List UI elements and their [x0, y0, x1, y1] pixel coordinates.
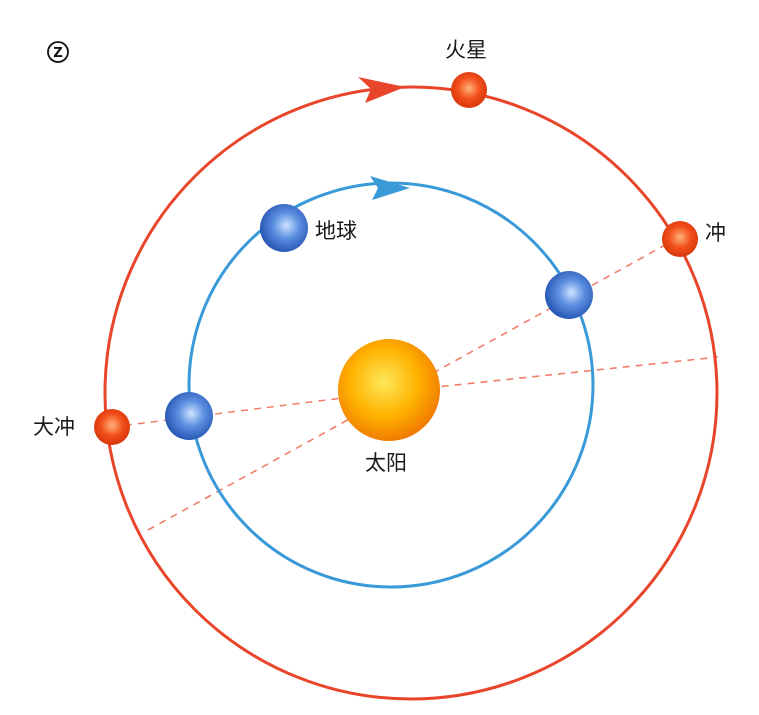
earth-body-left	[165, 392, 213, 440]
sun	[338, 339, 440, 441]
figure-marker: Z	[47, 41, 69, 63]
sight-line-right	[389, 356, 719, 393]
label-opposition: 冲	[705, 221, 726, 245]
figure-marker-text: Z	[53, 46, 62, 61]
label-great-opposition: 大冲	[33, 415, 75, 439]
mars-orbit-arrow-icon	[358, 77, 405, 103]
mars-body-top	[451, 72, 487, 108]
earth-orbit-arrow-icon	[370, 176, 410, 200]
mars-orbit	[103, 85, 719, 701]
earth-body-top	[260, 204, 308, 252]
label-mars: 火星	[445, 38, 487, 62]
mars-body-great-opposition	[94, 409, 130, 445]
mars-body-opposition	[662, 221, 698, 257]
earth-body-right	[545, 271, 593, 319]
label-sun: 太阳	[365, 451, 407, 475]
label-earth: 地球	[315, 219, 357, 243]
